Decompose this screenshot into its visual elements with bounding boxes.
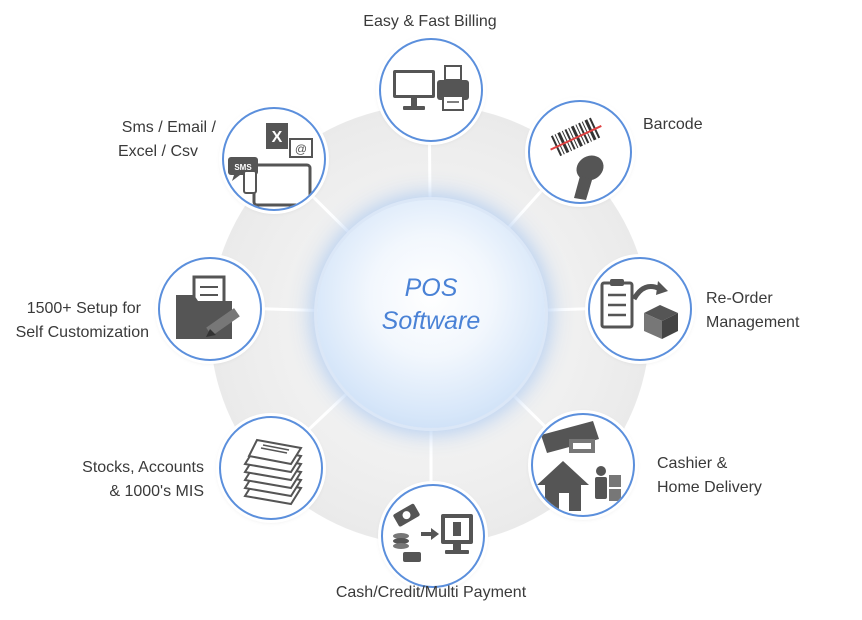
reorder-node: [588, 257, 692, 361]
payment-node: [381, 484, 485, 588]
excel-icon: X: [272, 129, 283, 146]
export-label-line2: Excel / Csv: [117, 143, 198, 160]
folder-edit-icon: [176, 275, 240, 339]
barcode-node: [528, 100, 632, 204]
barcode-label: Barcode: [643, 116, 703, 133]
billing-node: [379, 38, 483, 142]
stocks-label-line1: Stocks, Accounts: [82, 459, 204, 476]
paper-stack-icon: [243, 438, 303, 506]
sms-email-excel-icon: X @ SMS: [228, 123, 313, 207]
export-label-line1: Sms / Email /: [121, 119, 216, 136]
clipboard-box-icon: [600, 279, 678, 339]
sms-icon: SMS: [234, 163, 252, 172]
reorder-label-line1: Re-Order: [706, 290, 773, 307]
barcode-scanner-icon: [550, 117, 604, 200]
setup-node: [158, 257, 262, 361]
stocks-node: [219, 416, 323, 520]
monitor-printer-icon: [393, 65, 469, 111]
setup-label-line1: 1500+ Setup for: [26, 300, 141, 317]
setup-label-line2: Self Customization: [15, 324, 149, 341]
cashier-label-line1: Cashier &: [657, 455, 728, 472]
cashier-label-line2: Home Delivery: [657, 479, 762, 496]
cash-house-delivery-icon: [537, 421, 621, 511]
stocks-label-line2: & 1000's MIS: [109, 483, 204, 500]
export-node: X @ SMS: [222, 107, 326, 211]
pos-software-hub: [317, 200, 545, 428]
payment-label: Cash/Credit/Multi Payment: [335, 584, 527, 601]
hub-title-line2: Software: [381, 307, 481, 335]
hub-title-line1: POS: [404, 274, 458, 302]
payment-terminal-icon: [393, 503, 473, 562]
cashier-node: [531, 413, 635, 517]
email-icon: @: [295, 142, 307, 156]
billing-label: Easy & Fast Billing: [363, 13, 497, 30]
reorder-label-line2: Management: [706, 314, 800, 331]
